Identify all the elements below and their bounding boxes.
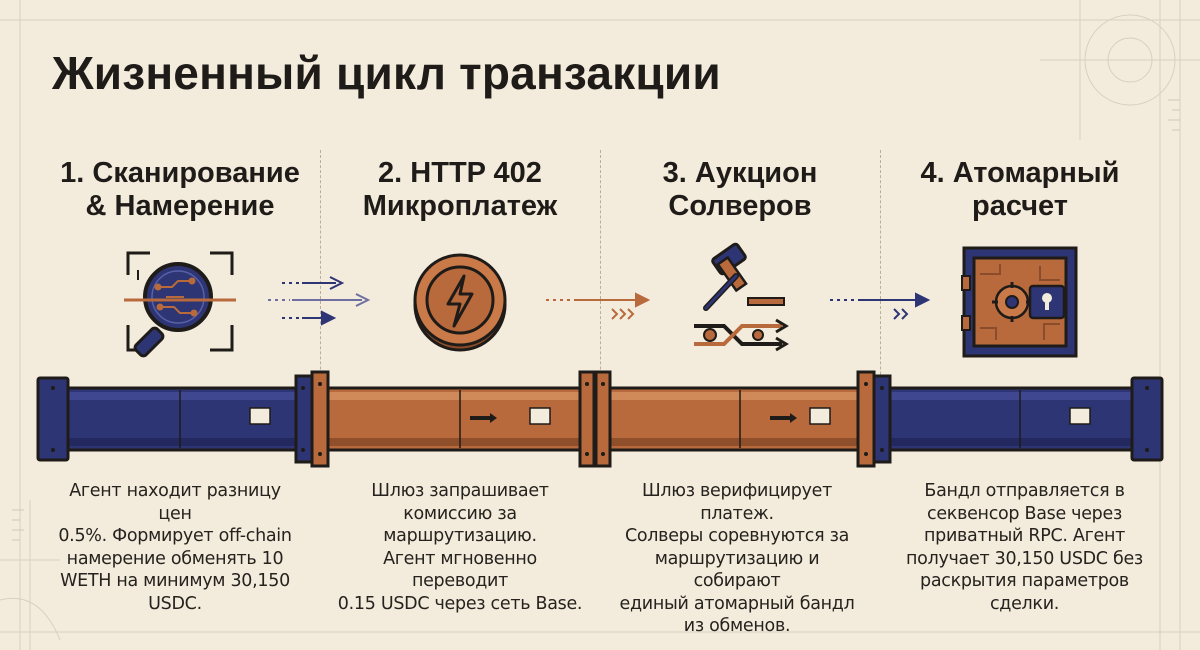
- gavel-routes-icon: [694, 242, 789, 352]
- pipeline: [36, 370, 1164, 468]
- lightning-coin-icon: [413, 253, 507, 352]
- vault-lock-icon: [961, 246, 1078, 358]
- meter-gauges: [249, 407, 1091, 425]
- step-3-description: Шлюз верифицирует платеж.Солверы соревну…: [619, 481, 855, 636]
- magnifier-circuit-icon: [124, 251, 236, 358]
- page-title: Жизненный цикл транзакции: [52, 47, 721, 99]
- step-1-title: 1. Сканирование& Намерение: [60, 157, 300, 222]
